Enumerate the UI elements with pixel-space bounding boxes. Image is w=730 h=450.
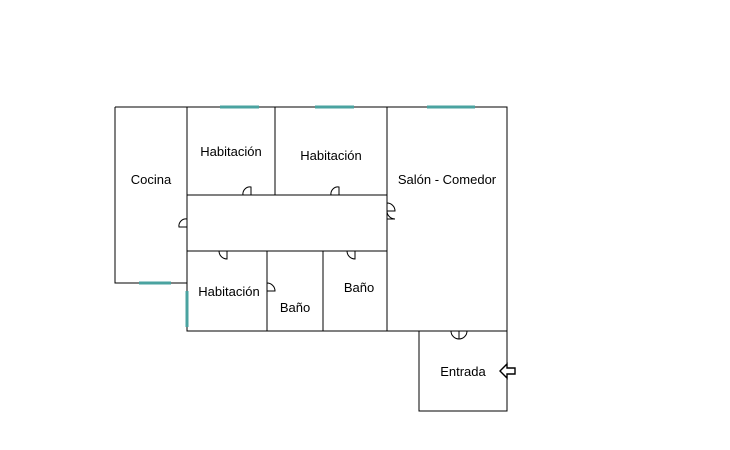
- door-hab1: [242, 186, 252, 196]
- door-hab2: [330, 186, 340, 196]
- room-label-entrada: Entrada: [440, 364, 486, 379]
- door-salon-b: [386, 210, 396, 220]
- door-hab3: [218, 250, 228, 260]
- door-salon-a: [386, 202, 396, 212]
- door-bano1: [266, 282, 276, 292]
- arrow-left-icon: [499, 362, 516, 380]
- room-label-habitacion-2: Habitación: [300, 148, 361, 163]
- room-label-habitacion-3: Habitación: [198, 284, 259, 299]
- doors: [178, 186, 468, 340]
- room-label-salon-comedor: Salón - Comedor: [398, 172, 497, 187]
- door-bano2: [346, 250, 356, 260]
- room-label-bano-2: Baño: [344, 280, 374, 295]
- room-label-bano-1: Baño: [280, 300, 310, 315]
- door-cocina: [178, 218, 188, 228]
- room-label-cocina: Cocina: [131, 172, 172, 187]
- windows: [139, 105, 475, 327]
- room-label-habitacion-1: Habitación: [200, 144, 261, 159]
- door-entrada-a: [450, 330, 460, 340]
- door-entrada-b: [458, 330, 468, 340]
